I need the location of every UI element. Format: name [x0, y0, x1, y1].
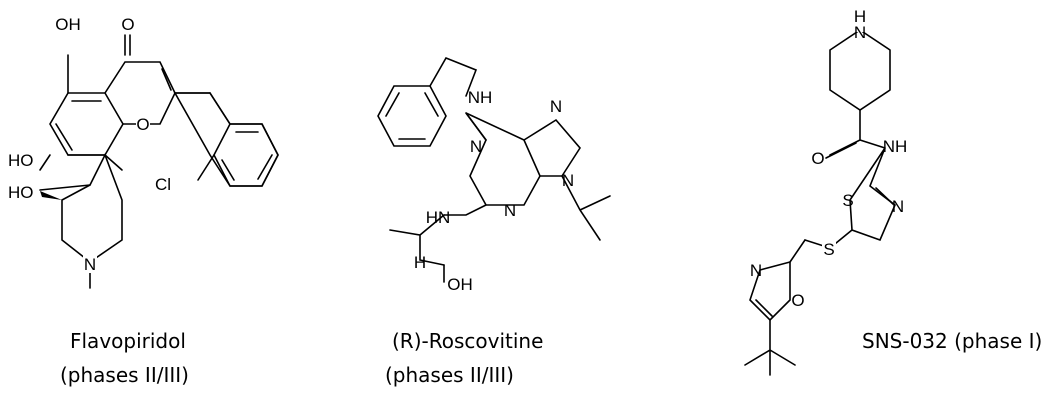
roscovitine-n9-label: N — [562, 171, 574, 190]
flavopiridol-structure: OH O HO HO O Cl N — [8, 15, 279, 289]
roscovitine-caption-line1: (R)-Roscovitine — [392, 329, 543, 353]
roscovitine-caption-line2: (phases II/III) — [385, 363, 514, 387]
roscovitine-benzene — [377, 85, 447, 147]
sns032-piperidine — [829, 29, 891, 111]
sns032-oxazole — [749, 260, 791, 322]
sns032-thiazole-n-label: N — [892, 197, 904, 216]
flavopiridol-n-label: N — [84, 255, 96, 274]
flavopiridol-caption-line1: Flavopiridol — [70, 329, 186, 353]
sns032-structure: H N O NH S N S N O — [744, 7, 908, 376]
flavopiridol-piperidine — [61, 153, 123, 263]
sns032-amide-nh-label: NH — [883, 137, 908, 156]
roscovitine-purine — [465, 112, 541, 206]
roscovitine-h-label: H — [414, 253, 426, 272]
flavopiridol-ring-o-label: O — [136, 115, 149, 134]
flavopiridol-caption-line2: (phases II/III) — [60, 363, 189, 387]
flavopiridol-ho-left-label: HO — [8, 151, 34, 170]
roscovitine-n1-label: N — [470, 137, 482, 156]
roscovitine-n3-label: N — [504, 201, 516, 220]
flavopiridol-ring-b — [209, 92, 279, 187]
roscovitine-n7-label: N — [550, 97, 562, 116]
sns032-amide-o-label: O — [811, 149, 824, 168]
sns032-caption: SNS-032 (phase I) — [862, 329, 1042, 353]
flavopiridol-cl-label: Cl — [155, 175, 171, 194]
flavopiridol-ring-a — [49, 92, 124, 156]
roscovitine-hn-label: HN — [426, 208, 451, 227]
sns032-nh-h-label: H — [854, 7, 866, 26]
flavopiridol-cl-bond — [197, 154, 215, 181]
flavopiridol-oh-top-label: OH — [55, 15, 81, 34]
sns032-nh-n-label: N — [854, 23, 866, 42]
sns032-thiazole — [849, 147, 896, 242]
sns032-oxazole-o-label: O — [791, 291, 804, 310]
sns032-oxazole-n-label: N — [750, 261, 762, 280]
flavopiridol-keto-o-label: O — [121, 15, 134, 34]
sns032-linker-s-label: S — [823, 240, 834, 259]
flavopiridol-keto-bond — [124, 34, 131, 56]
roscovitine-nh-label: NH — [468, 88, 493, 107]
sns032-thiazole-s-label: S — [842, 191, 853, 210]
roscovitine-oh-label: OH — [447, 275, 473, 294]
flavopiridol-ho-pip-label: HO — [8, 183, 34, 202]
flavopiridol-ring-c — [104, 61, 176, 125]
roscovitine-structure: NH N N N N HN H OH — [377, 56, 611, 294]
